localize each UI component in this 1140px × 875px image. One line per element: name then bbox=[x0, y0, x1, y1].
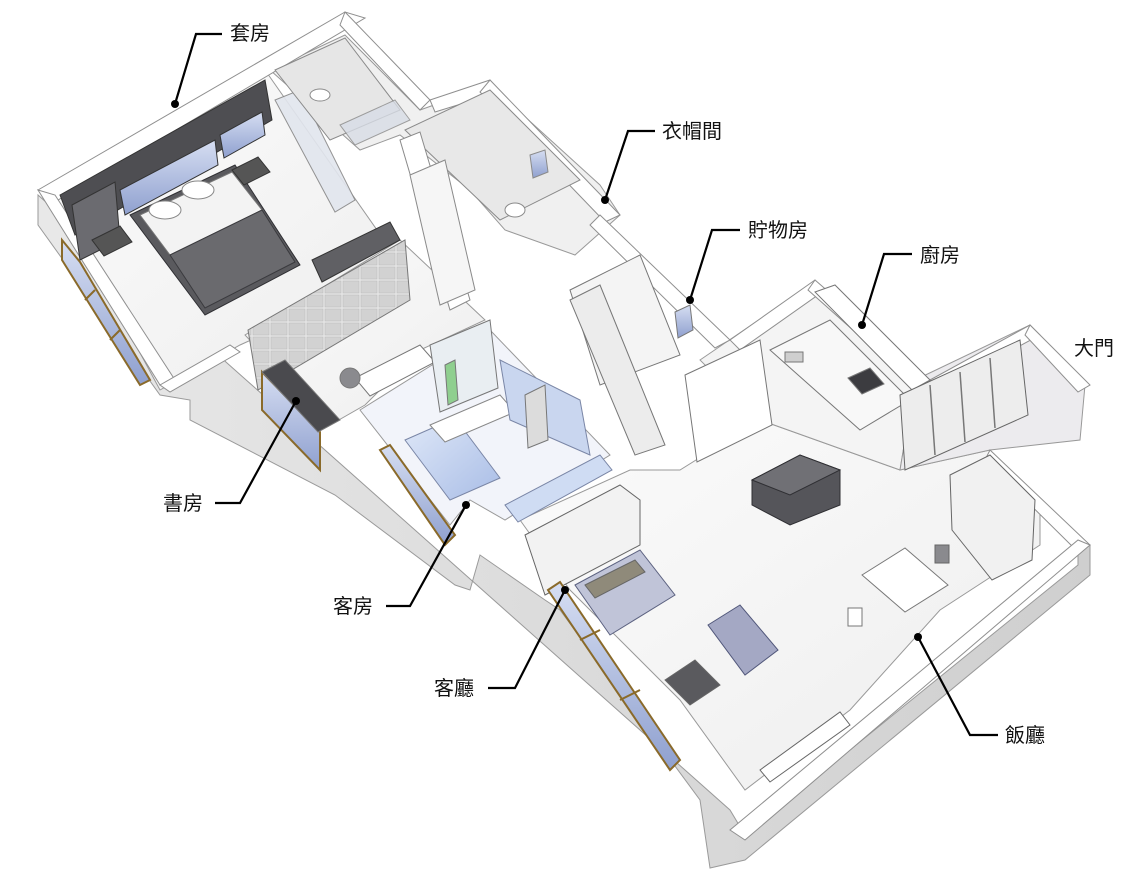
leader-line bbox=[603, 129, 655, 201]
coffee-table bbox=[707, 604, 779, 676]
study-dark-cabinet bbox=[261, 359, 341, 433]
tv-wall-cabinet bbox=[524, 484, 641, 596]
study-tiled-wall bbox=[247, 239, 411, 391]
bedroom-side-windows bbox=[61, 237, 152, 387]
dining-chair-2 bbox=[847, 607, 863, 627]
ensuite-basin bbox=[309, 88, 331, 102]
leader-dot bbox=[914, 633, 922, 641]
ottoman bbox=[664, 659, 721, 706]
dining-table bbox=[861, 547, 949, 613]
study-green-panel bbox=[444, 359, 459, 406]
label-main-door: 大門 bbox=[1074, 336, 1114, 360]
leader-dot bbox=[686, 296, 694, 304]
label-text: 衣帽間 bbox=[662, 119, 722, 143]
label-text: 貯物房 bbox=[748, 218, 808, 242]
leader-dot bbox=[601, 196, 609, 204]
bathroom-window bbox=[529, 149, 549, 179]
storage-window bbox=[674, 304, 694, 339]
sofa bbox=[574, 549, 676, 636]
dining-sideboard bbox=[759, 711, 851, 783]
bedroom-wardrobe bbox=[311, 221, 401, 283]
leader-line bbox=[688, 228, 740, 301]
label-kitchen: 廚房 bbox=[858, 243, 960, 329]
kitchen-sink bbox=[784, 351, 804, 363]
label-text: 廚房 bbox=[920, 243, 960, 267]
living-dining-floor bbox=[519, 419, 1041, 791]
leader-dot bbox=[292, 397, 300, 405]
living-window bbox=[546, 580, 682, 772]
shoe-cabinet bbox=[949, 454, 1036, 581]
nightstand-left bbox=[91, 225, 133, 257]
pillow-left bbox=[148, 200, 182, 220]
nightstand-right bbox=[231, 156, 271, 186]
leader-line bbox=[173, 32, 222, 105]
toilet bbox=[504, 202, 526, 218]
bedroom-glass-door bbox=[274, 89, 356, 213]
entrance-door-panels bbox=[929, 357, 996, 456]
study-chair bbox=[339, 367, 361, 389]
entrance-cabinet bbox=[899, 339, 1029, 471]
leader-dot bbox=[858, 321, 866, 329]
guest-window bbox=[378, 443, 457, 547]
room-labels: 套房 衣帽間 貯物房 廚房 大門 書房 bbox=[163, 21, 1114, 747]
bed-blanket bbox=[169, 209, 296, 309]
kitchen-island-top bbox=[750, 454, 842, 496]
leader-line bbox=[215, 400, 297, 505]
label-walk-in-closet: 衣帽間 bbox=[601, 119, 722, 204]
storage-sliding-doors bbox=[569, 284, 666, 456]
guest-room bbox=[378, 359, 613, 547]
master-bedroom bbox=[59, 79, 401, 387]
guest-door bbox=[524, 384, 549, 449]
window-frame-line bbox=[579, 629, 601, 641]
cabinet-doors bbox=[409, 159, 476, 306]
storage-and-kitchen bbox=[569, 254, 931, 526]
label-text: 大門 bbox=[1074, 336, 1114, 360]
leader-line bbox=[860, 252, 912, 326]
window-frame-line bbox=[619, 689, 641, 701]
leader-dot bbox=[171, 100, 179, 108]
study bbox=[247, 239, 499, 473]
kitchen-stove bbox=[847, 367, 885, 395]
ensuite-shower-glass bbox=[339, 99, 411, 146]
label-text: 書房 bbox=[163, 491, 203, 515]
label-master-bedroom: 套房 bbox=[171, 21, 270, 108]
guest-blue-counter bbox=[504, 454, 613, 523]
outer-wall-side bbox=[37, 193, 1091, 869]
pillow-right bbox=[181, 180, 215, 200]
leader-dot bbox=[561, 586, 569, 594]
bathroom-zone bbox=[274, 37, 581, 311]
label-guest-room: 客房 bbox=[333, 501, 470, 618]
label-storage-room: 貯物房 bbox=[686, 218, 808, 304]
label-text: 客房 bbox=[333, 594, 373, 618]
label-living-room: 客廳 bbox=[434, 586, 569, 700]
entrance bbox=[899, 339, 1036, 581]
leader-line bbox=[917, 636, 998, 737]
label-dining-room: 飯廳 bbox=[914, 633, 1045, 747]
kitchen-upper-cabinets bbox=[814, 284, 931, 391]
label-text: 套房 bbox=[230, 21, 270, 45]
fridge-cabinet bbox=[684, 339, 773, 463]
sofa-cushion bbox=[584, 559, 646, 599]
leader-dot bbox=[462, 501, 470, 509]
leader-line bbox=[488, 589, 566, 690]
label-study: 書房 bbox=[163, 397, 300, 515]
second-bathroom bbox=[404, 89, 581, 221]
leader-line bbox=[386, 504, 467, 608]
dining-chair-1 bbox=[934, 544, 950, 564]
label-text: 飯廳 bbox=[1005, 723, 1045, 747]
label-text: 客廳 bbox=[434, 676, 474, 700]
living-and-dining bbox=[524, 484, 950, 783]
